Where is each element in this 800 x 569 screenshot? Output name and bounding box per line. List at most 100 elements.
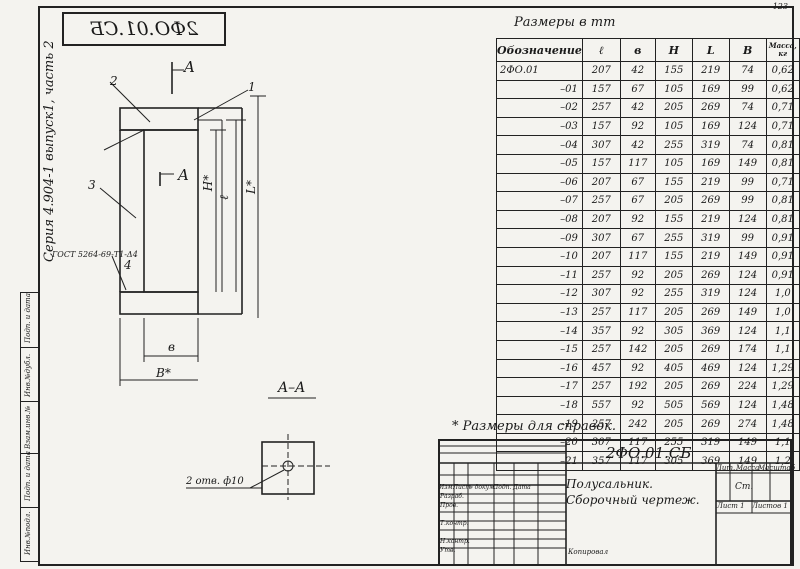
row-value: 67 (619, 79, 656, 100)
row-value: 205 (654, 302, 693, 323)
row-value: 1,1 (765, 339, 800, 360)
row-value: 0,81 (765, 153, 800, 174)
row-value: 255 (654, 284, 693, 304)
row-designation: –15 (496, 339, 583, 360)
row-value: 269 (691, 377, 730, 397)
row-value: 117 (619, 432, 656, 453)
section-title: A–A (278, 380, 306, 396)
row-designation: –12 (496, 284, 583, 304)
row-value: 0,91 (765, 228, 800, 248)
row-value: 269 (691, 98, 730, 118)
tb-copied: Копировал (568, 548, 609, 556)
row-value: 0,71 (765, 172, 800, 193)
row-value: 99 (728, 172, 767, 193)
tb-signature-label: Изм. (439, 484, 455, 491)
row-value: 269 (691, 339, 730, 360)
row-designation: –20 (496, 432, 583, 453)
row-value: 257 (581, 339, 621, 360)
row-value: 219 (691, 172, 730, 193)
row-value: 124 (728, 284, 767, 304)
row-designation: –16 (496, 358, 583, 379)
row-value: 192 (619, 377, 656, 397)
holes-label: 2 отв. ф10 (186, 476, 244, 487)
row-value: 99 (728, 228, 767, 248)
row-value: 319 (691, 228, 730, 248)
row-value: 205 (654, 191, 693, 211)
row-value: 169 (691, 79, 730, 100)
part-label-2: 2 (110, 74, 118, 88)
title-block-name: Полусальник. Сборочный чертеж. (566, 476, 700, 508)
row-value: 117 (619, 451, 656, 472)
row-value: 457 (581, 358, 621, 379)
row-value: 307 (581, 228, 621, 248)
row-value: 99 (728, 191, 767, 211)
row-value: 42 (619, 135, 656, 155)
dim-b-label: в (168, 340, 175, 354)
row-designation: –01 (496, 79, 583, 100)
row-value: 1,1 (765, 321, 800, 341)
row-value: 0,91 (765, 265, 800, 286)
row-value: 219 (691, 209, 730, 230)
tb-col-scale: Масштаб (758, 464, 795, 472)
row-value: 257 (581, 98, 621, 118)
row-value: 255 (654, 228, 693, 248)
row-value: 155 (654, 61, 693, 81)
row-value: 257 (581, 191, 621, 211)
row-value: 92 (619, 284, 656, 304)
tb-signature-label: Дата (513, 484, 531, 491)
row-value: 205 (654, 377, 693, 397)
row-value: 155 (654, 246, 693, 267)
tb-sheet: Лист 1 (717, 502, 745, 510)
row-value: 92 (619, 395, 656, 416)
row-value: 149 (728, 302, 767, 323)
row-value: 269 (691, 302, 730, 323)
row-value: 117 (619, 246, 656, 267)
row-value: 169 (691, 153, 730, 174)
dim-H-label: H* (201, 174, 216, 192)
row-designation: –13 (496, 302, 583, 323)
row-value: 105 (654, 153, 693, 174)
row-value: 219 (691, 246, 730, 267)
side-stamp-column: Инв.№подл. Подп. и дата Взам.инв.№ Инв.№… (20, 292, 40, 562)
row-value: 307 (581, 284, 621, 304)
tb-material: Ст. (735, 482, 754, 492)
row-designation: –21 (496, 451, 583, 472)
row-value: 257 (581, 377, 621, 397)
row-value: 117 (619, 302, 656, 323)
tb-signature-label: Лист (453, 484, 471, 491)
row-value: 0,62 (765, 79, 800, 100)
row-value: 157 (581, 79, 621, 100)
row-value: 257 (581, 265, 621, 286)
row-designation: –02 (496, 98, 583, 118)
row-value: 0,71 (765, 116, 800, 137)
row-value: 205 (654, 98, 693, 118)
title-block-code: 2ФО.01.СБ (606, 444, 692, 462)
row-value: 205 (654, 414, 693, 434)
row-value: 149 (728, 153, 767, 174)
row-value: 207 (581, 246, 621, 267)
row-value: 207 (581, 61, 621, 81)
row-value: 67 (619, 172, 656, 193)
row-value: 0,81 (765, 135, 800, 155)
row-value: 42 (619, 98, 656, 118)
row-value: 124 (728, 209, 767, 230)
row-value: 1,29 (765, 377, 800, 397)
row-value: 1,0 (765, 302, 800, 323)
row-value: 207 (581, 209, 621, 230)
row-designation: –04 (496, 135, 583, 155)
row-value: 307 (581, 135, 621, 155)
row-designation: –10 (496, 246, 583, 267)
tb-signature-label: № докум. (467, 484, 496, 491)
tb-signature-label: Пров. (440, 502, 459, 509)
row-value: 124 (728, 395, 767, 416)
